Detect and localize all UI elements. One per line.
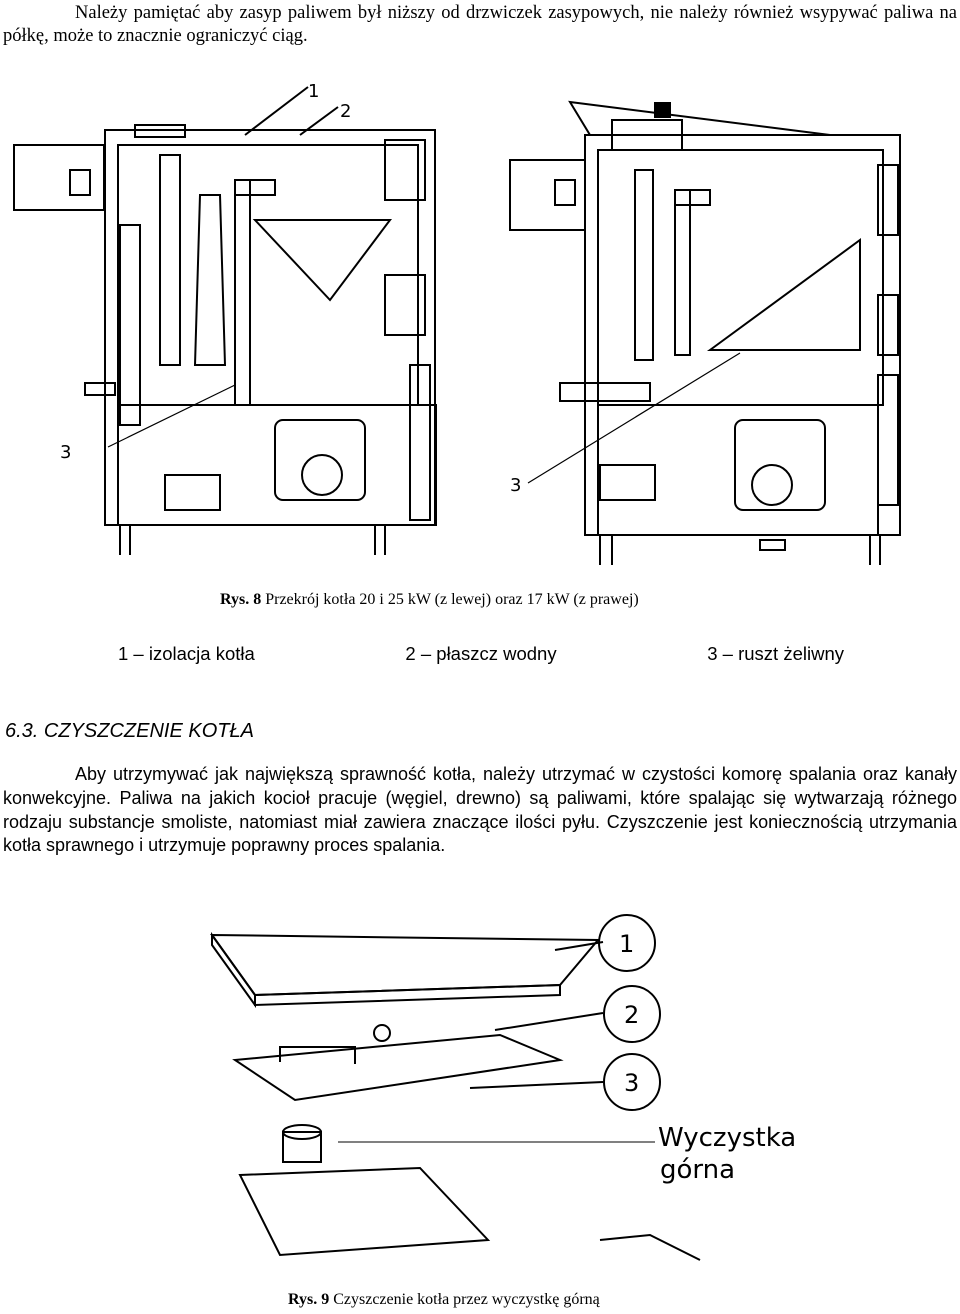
legend-item-cast-iron-grate: 3 – ruszt żeliwny	[707, 643, 844, 664]
fig9-callout-circle-2	[603, 985, 661, 1043]
fig9-callout-2: 2	[624, 1001, 639, 1029]
figure8-caption-number: 8	[253, 591, 262, 608]
fig9-callout-circle-3	[603, 1053, 661, 1111]
figure9-caption-number: 9	[321, 1291, 330, 1308]
fig8-callout-2: 2	[340, 101, 351, 122]
cleanout-door-plate	[232, 1033, 564, 1102]
fig9-annotation-line2: górna	[660, 1155, 735, 1185]
section-line-1: Aby utrzymywać jak największą sprawność …	[75, 764, 782, 784]
figure9-caption: Rys. 9 Czyszczenie kotła przez wyczystkę…	[288, 1291, 600, 1309]
legend-item-water-jacket: 2 – płaszcz wodny	[405, 643, 557, 664]
cover-nut	[373, 1024, 391, 1042]
fig9-callout-circle-1	[598, 914, 656, 972]
fig8-callout-1: 1	[308, 81, 319, 102]
section-line-5: proces spalania.	[314, 835, 446, 856]
right-boiler-body	[584, 134, 901, 536]
figure8-caption-text: Przekrój kotła 20 i 25 kW (z lewej) oraz…	[265, 591, 639, 608]
section-line-4: ilości pyłu. Czyszczenie jest koniecznoś…	[3, 811, 957, 856]
section-line-3: które spalając się wytwarzają różnego ro…	[3, 787, 957, 832]
fig8-left-callout-3: 3	[60, 442, 71, 463]
top-cleanout-figure: 1 2 3 Wyczystka górna	[210, 914, 796, 1261]
figure8-caption-label: Rys.	[220, 591, 250, 608]
figure8-legend: 1 – izolacja kotła 2 – płaszcz wodny 3 –…	[118, 643, 844, 665]
section-heading: 6.3. CZYSZCZENIE KOTŁA	[5, 720, 254, 742]
fig9-annotation-line1: Wyczystka	[658, 1123, 796, 1153]
legend-item-insulation: 1 – izolacja kotła	[118, 643, 255, 664]
section-paragraph: Aby utrzymywać jak największą sprawność …	[3, 763, 957, 858]
intro-line-1: Należy pamiętać aby zasyp paliwem był ni…	[75, 3, 728, 23]
right-boiler-flue	[509, 159, 586, 231]
boiler-top-opening	[238, 1166, 491, 1257]
left-boiler-flue	[13, 144, 105, 211]
boiler-cross-section-figure: 1 2 3 3	[13, 81, 901, 565]
fig9-callout-1: 1	[619, 930, 634, 958]
cleanout-flange	[282, 1131, 322, 1163]
figure9-caption-text: Czyszczenie kotła przez wyczystkę górną	[333, 1291, 600, 1308]
intro-paragraph: Należy pamiętać aby zasyp paliwem był ni…	[3, 2, 957, 48]
figure9-caption-label: Rys.	[288, 1291, 318, 1308]
fig9-callout-3: 3	[624, 1069, 639, 1097]
intro-line-2: również wsypywać paliwa na półkę, może t…	[3, 3, 957, 46]
section-line-2: spalania oraz kanały konwekcyjne. Paliwa…	[3, 764, 957, 808]
fig8-right-callout-3: 3	[510, 475, 521, 496]
figure8-caption: Rys. 8 Przekrój kotła 20 i 25 kW (z lewe…	[220, 591, 639, 609]
